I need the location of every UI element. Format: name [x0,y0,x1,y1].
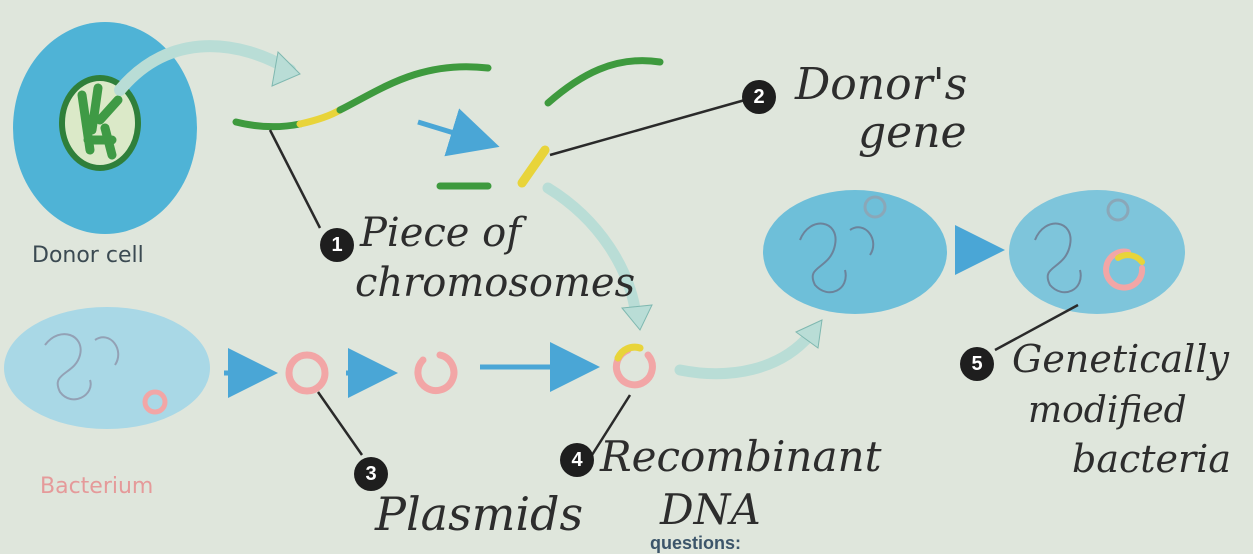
plasmid-open [414,351,458,395]
recombinant-plasmid [612,343,656,389]
donor-cell [13,22,197,234]
annotation-4-line1: Recombinant [600,432,882,481]
insertion-arrow [542,182,642,321]
annotation-1-line1: Piece of [360,210,522,256]
annotation-5-line3: bacteria [1072,437,1231,481]
transfer-arrow [674,329,816,380]
annotation-5-line2: modified [1028,390,1187,431]
annotation-3-line1: Plasmids [375,487,584,541]
donor-cell-label: Donor cell [32,243,144,268]
cutoff-text: questions: [650,533,742,553]
bacterium-intermediate [763,190,947,314]
chromosome-pieces [232,57,664,190]
badge-3: 3 [354,457,388,491]
annotation-2-line1: Donor's [795,59,968,110]
bacterium [4,307,210,429]
badge-2: 2 [742,80,776,114]
badge-4: 4 [560,443,594,477]
annotation-5-line1: Genetically [1012,337,1229,381]
badge-5: 5 [960,347,994,381]
donor-gene-piece [517,145,550,188]
annotation-4-line2: DNA [660,485,761,534]
bacterium-label: Bacterium [40,474,154,499]
cut-arrow [417,108,500,157]
extraction-arrow [114,40,296,96]
gm-bacterium [1009,190,1185,314]
annotation-1-line2: chromosomes [355,260,636,306]
plasmid-closed [285,351,329,395]
annotation-2-line2: gene [858,107,967,158]
badge-1: 1 [320,228,354,262]
pointer-lines [268,98,1079,456]
